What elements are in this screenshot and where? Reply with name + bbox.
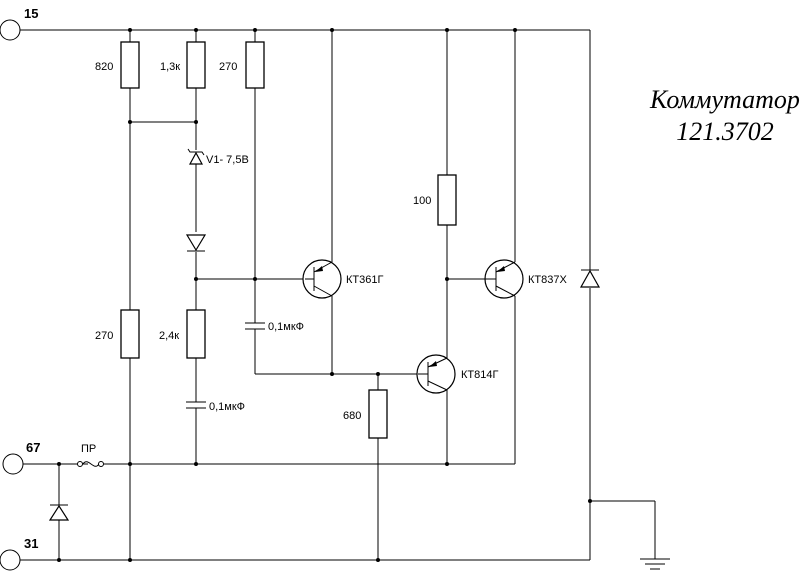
fuse-label: ПР <box>81 443 96 455</box>
resistor-820-label: 820 <box>95 61 113 73</box>
terminal-31: 31 <box>0 536 38 571</box>
terminal-67: 67 <box>2 440 40 475</box>
capacitor-c1-label: 0,1мкФ <box>268 321 304 333</box>
kt361g-label: КТ361Г <box>346 274 383 286</box>
transistor-kt837x: КТ837Х <box>484 259 567 299</box>
resistor-680: 680 <box>343 389 388 439</box>
resistor-1k3-label: 1,3к <box>160 61 180 73</box>
resistor-270-top: 270 <box>219 41 265 89</box>
terminal-15: 15 <box>0 6 38 41</box>
resistor-270-top-label: 270 <box>219 61 237 73</box>
zener-label: V1- 7,5В <box>206 154 249 166</box>
title-line-1: Коммутатор <box>649 85 800 114</box>
capacitor-c2-label: 0,1мкФ <box>209 401 245 413</box>
title-line-2: 121.3702 <box>676 117 774 146</box>
resistor-2k4-label: 2,4к <box>159 330 179 342</box>
ground-icon <box>640 558 670 570</box>
junction-dots <box>57 28 592 562</box>
transistor-kt361g: КТ361Г <box>302 259 383 299</box>
capacitor-c1: 0,1мкФ <box>245 321 304 333</box>
zener-diode-v1: V1- 7,5В <box>187 148 249 166</box>
resistor-2k4: 2,4к <box>159 309 206 359</box>
resistor-1k3: 1,3к <box>160 41 206 89</box>
resistor-270: 270 <box>95 309 140 359</box>
fuse: ПР <box>77 443 104 467</box>
kt814g-label: КТ814Г <box>461 369 498 381</box>
kt837x-label: КТ837Х <box>528 274 567 286</box>
resistor-820: 820 <box>95 41 140 89</box>
diagram-title: Коммутатор 121.3702 <box>649 85 800 146</box>
capacitor-c2: 0,1мкФ <box>186 401 245 413</box>
resistor-100: 100 <box>413 174 457 226</box>
transistor-kt814g: КТ814Г <box>416 354 498 394</box>
diode-series <box>185 234 207 252</box>
terminal-67-label: 67 <box>26 440 40 455</box>
terminal-15-label: 15 <box>24 6 38 21</box>
wires <box>20 29 656 561</box>
resistor-680-label: 680 <box>343 410 361 422</box>
terminal-31-label: 31 <box>24 536 38 551</box>
diode-protection <box>579 269 601 288</box>
resistor-100-label: 100 <box>413 195 431 207</box>
diode-67-31 <box>48 504 70 521</box>
resistor-270-label: 270 <box>95 330 113 342</box>
